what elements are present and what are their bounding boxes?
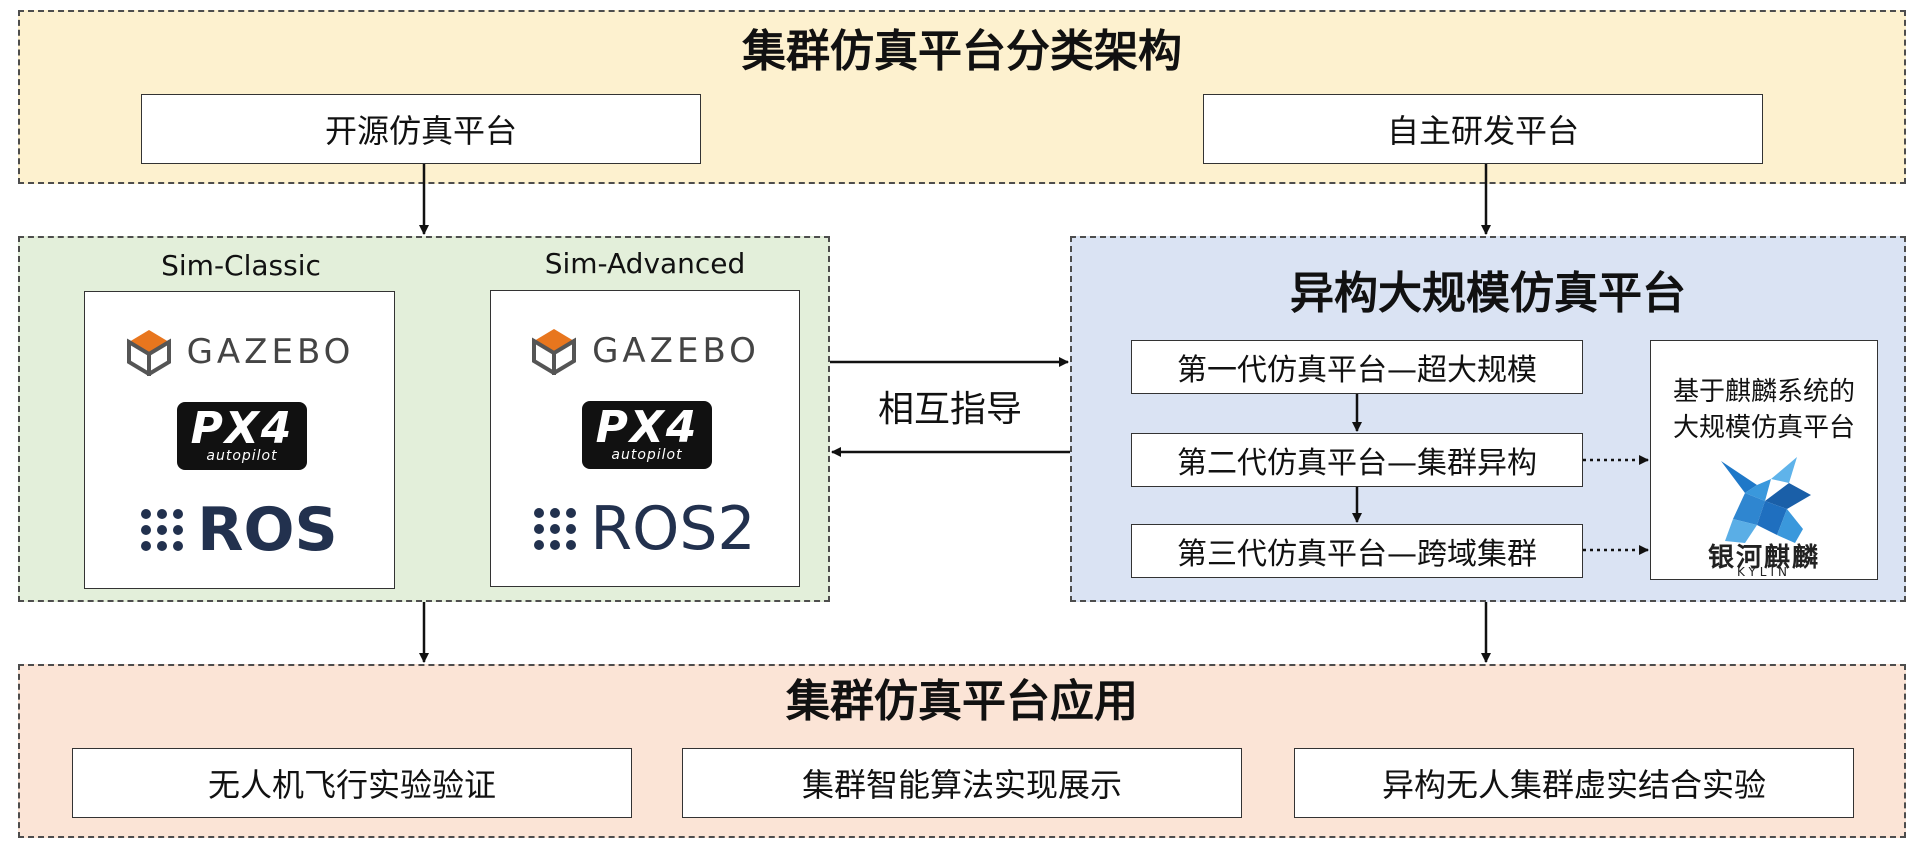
gazebo-logo: GAZEBO (491, 323, 799, 379)
app-uav-flight-box: 无人机飞行实验验证 (72, 748, 632, 818)
applications-title: 集群仿真平台应用 (786, 676, 1138, 727)
px4-subtext: autopilot (206, 448, 278, 464)
app-virtual-real-box: 异构无人集群虚实结合实验 (1294, 748, 1854, 818)
ros2-logo: ROS2 (491, 491, 799, 567)
px4-subtext: autopilot (611, 447, 683, 463)
sim-advanced-card: GAZEBO PX4 autopilot ROS2 (490, 290, 800, 587)
px4-text: PX4 (595, 402, 699, 453)
gazebo-text: GAZEBO (186, 332, 355, 372)
gazebo-icon (126, 330, 171, 376)
heterogeneous-platform-title: 异构大规模仿真平台 (1290, 268, 1686, 319)
mutual-guidance-label: 相互指导 (877, 389, 1022, 430)
gen2-platform-box: 第二代仿真平台—集群异构 (1131, 433, 1583, 487)
sim-advanced-title: Sim-Advanced (544, 247, 746, 280)
kylin-caption-line2: 大规模仿真平台 (1672, 413, 1855, 443)
ros-dots-icon (141, 509, 184, 551)
kylin-platform-box: 基于麒麟系统的 大规模仿真平台 银河麒麟 KYLIN (1650, 340, 1878, 580)
kylin-logo-en: KYLIN (1737, 565, 1791, 579)
px4-logo: PX4 autopilot (177, 402, 307, 470)
open-source-platform-box: 开源仿真平台 (141, 94, 701, 164)
app-swarm-algorithm-box: 集群智能算法实现展示 (682, 748, 1242, 818)
sim-classic-title: Sim-Classic (161, 249, 321, 282)
kylin-caption-line1: 基于麒麟系统的 (1672, 377, 1855, 407)
gen1-platform-box: 第一代仿真平台—超大规模 (1131, 340, 1583, 394)
px4-text: PX4 (190, 403, 294, 454)
gazebo-icon (532, 329, 577, 375)
kylin-logo-cn: 银河麒麟 (1707, 543, 1820, 573)
self-developed-platform-box: 自主研发平台 (1203, 94, 1763, 164)
ros-text: ROS (197, 495, 338, 565)
top-title: 集群仿真平台分类架构 (742, 26, 1182, 77)
ros2-text: ROS2 (590, 494, 756, 564)
ros-logo: ROS (85, 492, 394, 568)
kylin-unicorn-icon (1721, 457, 1811, 543)
sim-classic-card: GAZEBO PX4 autopilot ROS (84, 291, 395, 589)
ros-dots-icon (534, 508, 577, 550)
gazebo-logo: GAZEBO (85, 324, 394, 380)
gazebo-text: GAZEBO (592, 331, 760, 371)
gen3-platform-box: 第三代仿真平台—跨域集群 (1131, 524, 1583, 578)
px4-logo: PX4 autopilot (582, 401, 712, 469)
